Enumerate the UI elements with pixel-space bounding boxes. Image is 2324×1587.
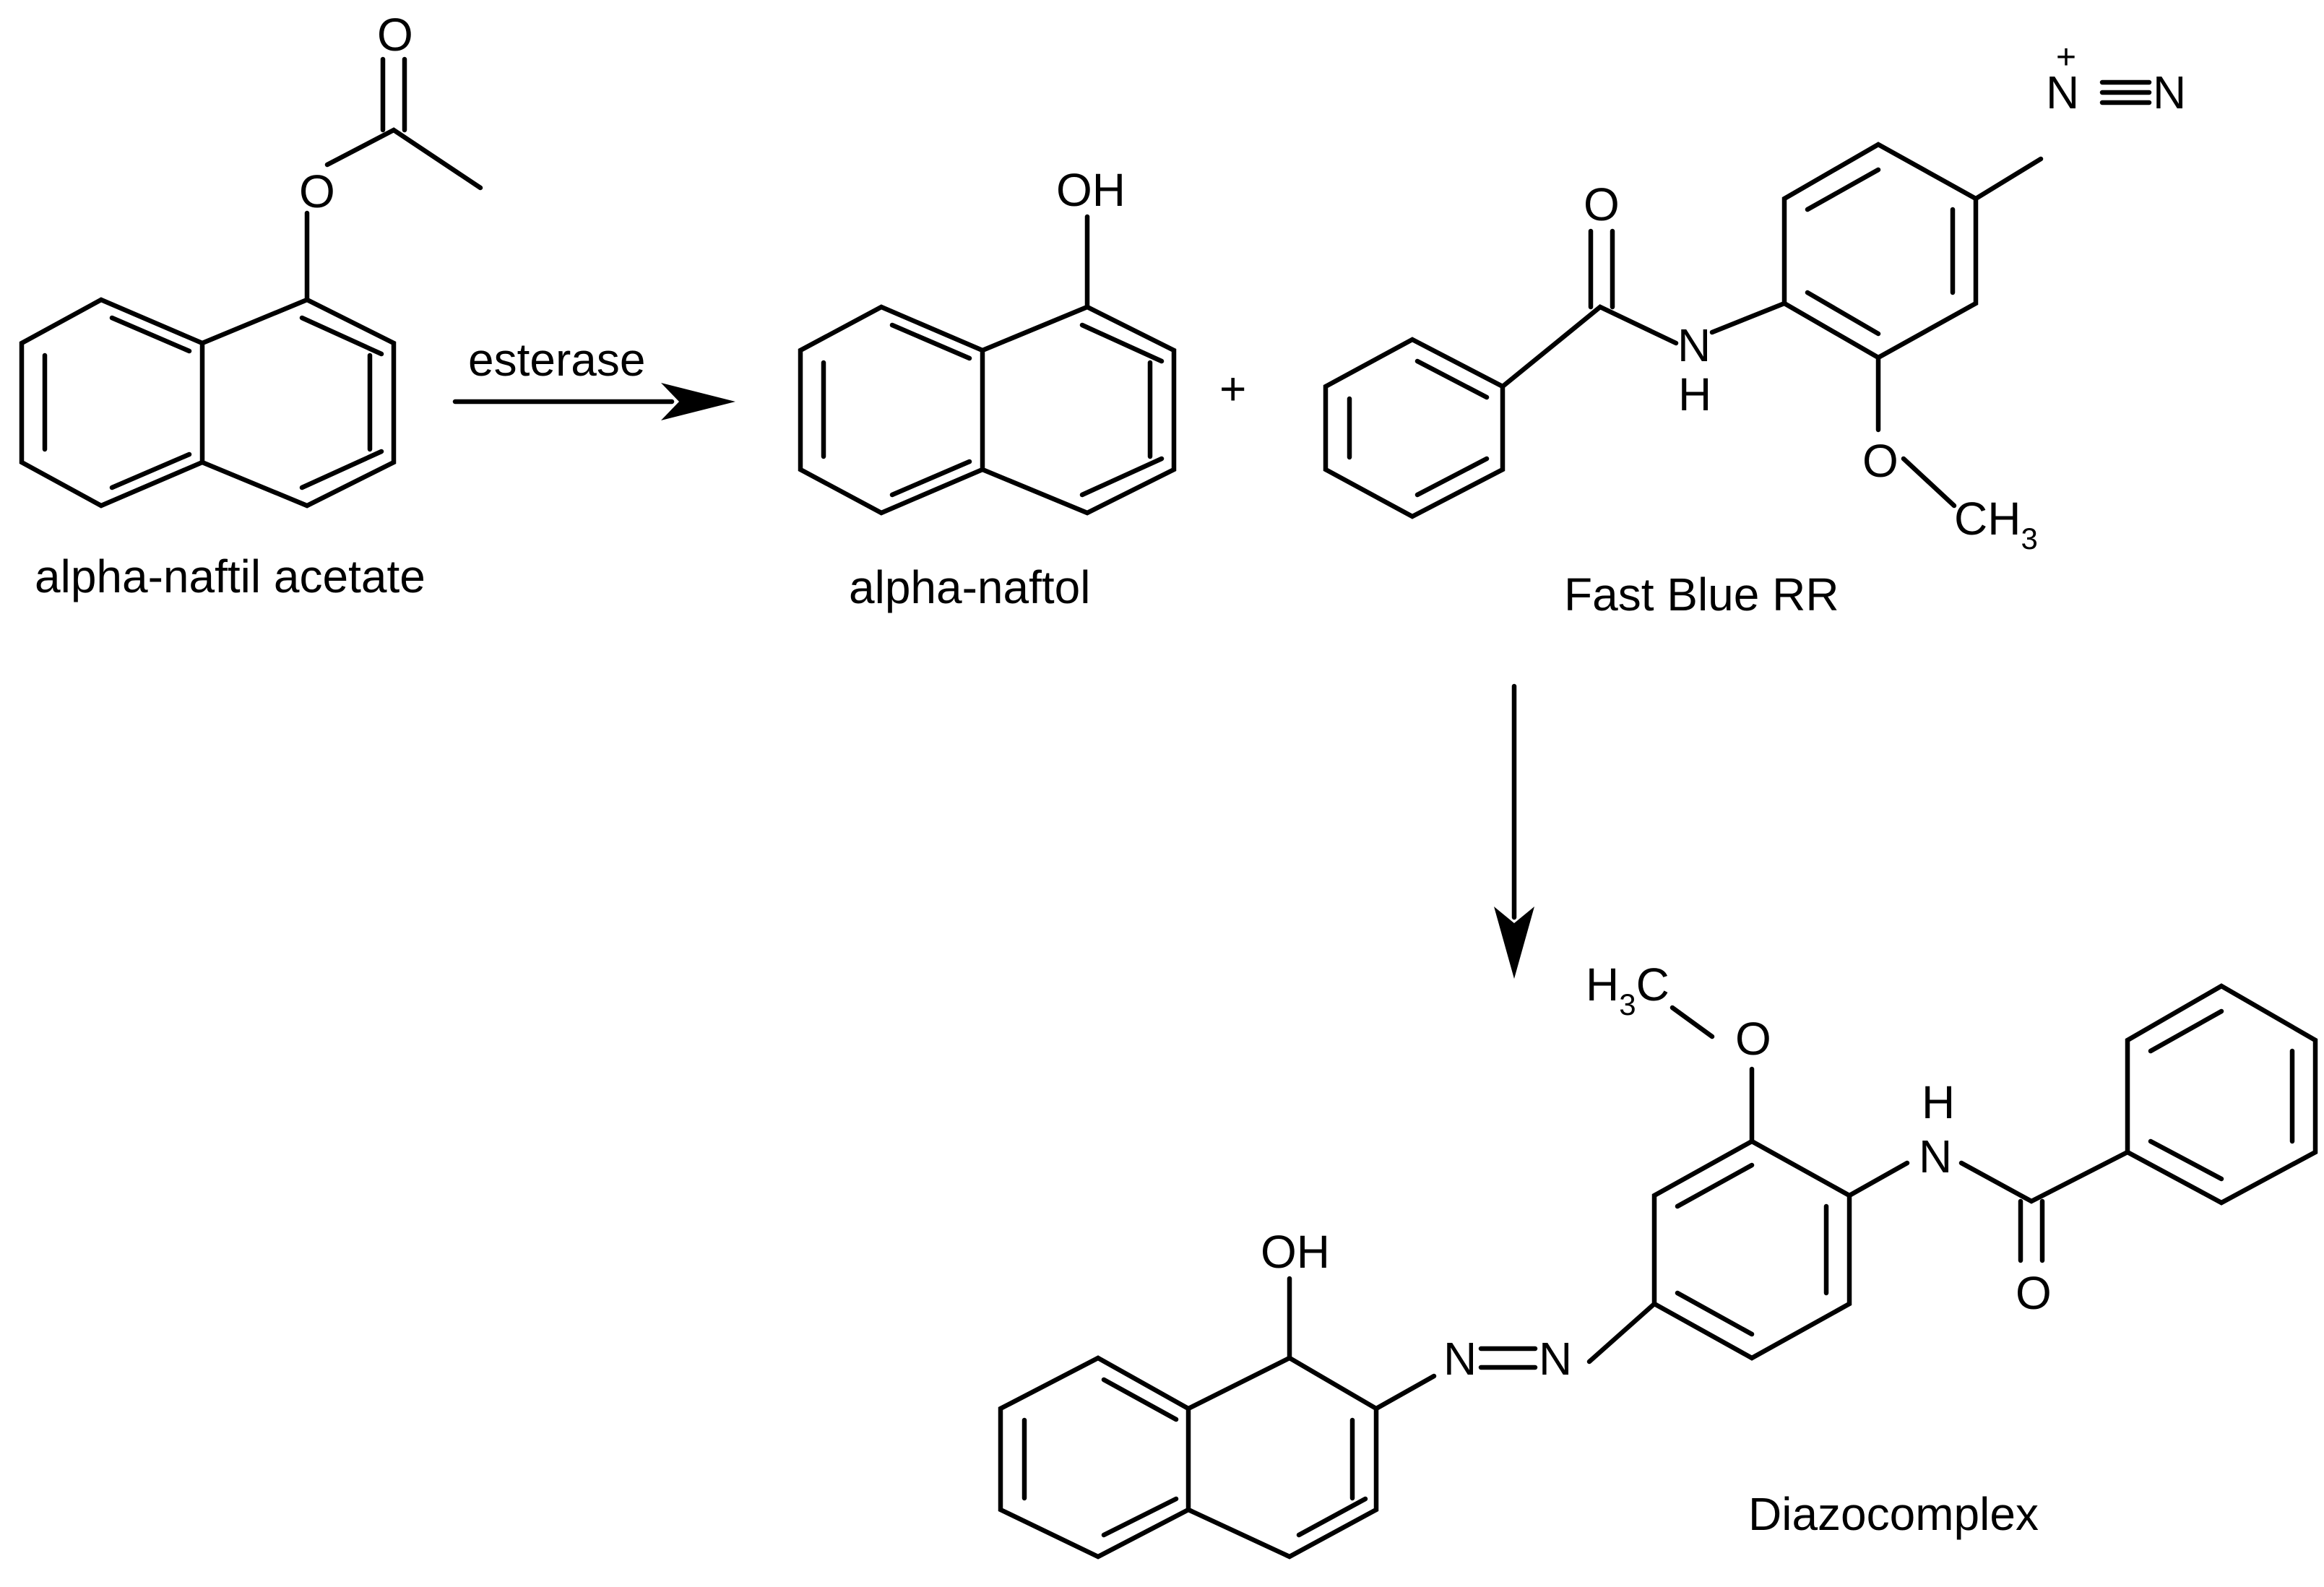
reagent-methyl-group: CH3 — [1954, 493, 2038, 555]
dye-amide-hydrogen: H — [1922, 1076, 1955, 1128]
naphthalene-ring-naftol — [798, 214, 1177, 516]
amide-bonds-reagent — [1500, 228, 1787, 389]
label-alpha-naftol: alpha-naftol — [849, 561, 1090, 613]
reagent-ether-oxygen: O — [1862, 435, 1898, 487]
amide-bonds-dye — [1958, 1149, 2130, 1263]
reagent-amide-nitrogen: N — [1677, 319, 1711, 371]
dye-methyl-group: H3C — [1586, 959, 1669, 1021]
label-alpha-naftil-acetate: alpha-naftil acetate — [35, 550, 426, 602]
label-fast-blue-rr: Fast Blue RR — [1564, 568, 1839, 620]
coupling-arrow-head — [1494, 907, 1534, 979]
diazonium-nitrogen-1: N — [2046, 66, 2079, 118]
diazonium-ring — [1781, 142, 2044, 509]
dye-ether-oxygen: O — [1735, 1013, 1771, 1065]
molecule-diazocomplex: OH N N H3C O H N O Diazocomplex — [998, 959, 2318, 1560]
ester-oxygen: O — [299, 165, 335, 217]
benzoyl-ring-reagent — [1323, 337, 1506, 519]
naphthalene-ring-reactant — [19, 297, 397, 509]
esterase-reaction-arrow: esterase — [452, 334, 735, 420]
molecule-fast-blue-rr: O N H O CH3 N + N Fast Blue RR — [1323, 38, 2186, 620]
naftol-hydroxyl: OH — [1056, 164, 1126, 216]
diazonium-triple-bond — [2099, 79, 2152, 105]
dye-carbonyl-oxygen: O — [2016, 1267, 2052, 1319]
azo-double-bond — [1478, 1346, 1538, 1370]
carbonyl-oxygen: O — [377, 9, 413, 61]
dye-hydroxyl: OH — [1261, 1226, 1330, 1278]
diazonium-nitrogen-2: N — [2153, 66, 2186, 118]
plus-sign: + — [1219, 363, 1246, 415]
benzoyl-ring-dye — [2125, 983, 2318, 1206]
reagent-amide-hydrogen: H — [1678, 368, 1711, 420]
reaction-arrow-head — [661, 383, 735, 420]
naphthol-ring-dye — [998, 1276, 1437, 1560]
diazonium-positive-charge: + — [2056, 38, 2076, 77]
molecule-alpha-naftil-acetate: O O alpha-naftil acetate — [19, 9, 483, 602]
acetate-bonds — [304, 56, 483, 303]
dye-amide-nitrogen: N — [1919, 1130, 1952, 1182]
coupling-reaction-arrow — [1494, 683, 1534, 979]
azo-nitrogen-1: N — [1443, 1333, 1477, 1385]
azo-nitrogen-2: N — [1539, 1333, 1572, 1385]
central-ring-dye — [1586, 1005, 1910, 1365]
reagent-carbonyl-oxygen: O — [1584, 178, 1620, 230]
label-esterase: esterase — [468, 334, 645, 386]
molecule-alpha-naftol: OH alpha-naftol — [798, 164, 1177, 613]
label-diazocomplex: Diazocomplex — [1748, 1488, 2039, 1540]
